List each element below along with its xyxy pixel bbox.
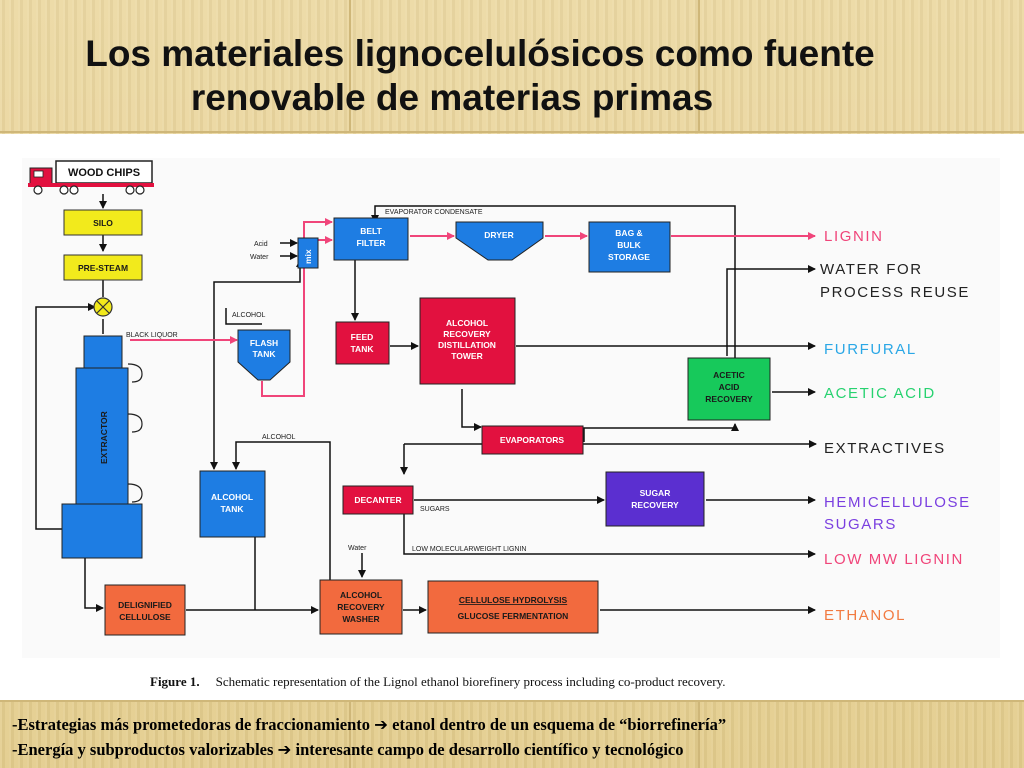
storage-label-3: STORAGE bbox=[608, 252, 650, 262]
sugar-recovery-label-1: SUGAR bbox=[640, 488, 671, 498]
valve-icon bbox=[93, 297, 113, 317]
sugar-recovery-label-2: RECOVERY bbox=[631, 500, 679, 510]
tower-label-3: DISTILLATION bbox=[438, 340, 496, 350]
belt-filter-label-2: FILTER bbox=[356, 238, 385, 248]
slide-title: Los materiales lignocelulósicos como fue… bbox=[0, 0, 1024, 132]
flash-tank-vessel bbox=[237, 329, 291, 381]
bullet-text-after: etanol dentro de un esquema de “biorrefi… bbox=[392, 715, 727, 734]
extractor-label: EXTRACTOR bbox=[99, 411, 109, 464]
washer-label-2: RECOVERY bbox=[337, 602, 385, 612]
hydrolysis-label-2: GLUCOSE FERMENTATION bbox=[458, 611, 569, 621]
mix-box bbox=[297, 237, 319, 269]
slide-title-line-2: renovable de materias primas bbox=[190, 77, 714, 118]
acetic-label-3: RECOVERY bbox=[705, 394, 753, 404]
slide-title-line-1: Los materiales lignocelulósicos como fue… bbox=[85, 33, 875, 74]
right-arrow-icon: ➔ bbox=[374, 715, 388, 734]
tile-seam bbox=[0, 131, 1024, 133]
distillation-tower-box bbox=[419, 297, 516, 385]
dryer-vessel bbox=[455, 221, 544, 261]
output-extractives: EXTRACTIVES bbox=[824, 440, 946, 457]
figure-caption-text: Schematic representation of the Lignol e… bbox=[215, 674, 726, 689]
figure-caption: Figure 1. Schematic representation of the… bbox=[150, 674, 726, 690]
mix-label: mix bbox=[303, 249, 313, 264]
feed-tank-label-2: TANK bbox=[351, 344, 375, 354]
tower-label-4: TOWER bbox=[451, 351, 482, 361]
sugars-label: SUGARS bbox=[420, 506, 450, 513]
output-ethanol: ETHANOL bbox=[824, 607, 906, 624]
hydrolysis-label-1: CELLULOSE HYDROLYSIS bbox=[459, 595, 568, 605]
extractor-column bbox=[61, 335, 143, 559]
bullet-text-before: -Energía y subproductos valorizables bbox=[12, 740, 274, 759]
acid-label: Acid bbox=[254, 241, 268, 248]
alcohol-top-label: ALCOHOL bbox=[232, 312, 266, 319]
feed-tank-label-1: FEED bbox=[351, 332, 374, 342]
tower-label-2: RECOVERY bbox=[443, 329, 491, 339]
wood-chips-label: WOOD CHIPS bbox=[68, 167, 140, 179]
acetic-acid-recovery-box bbox=[687, 357, 771, 421]
black-liquor-label: BLACK LIQUOR bbox=[126, 332, 178, 339]
alcohol-mid-label: ALCOHOL bbox=[262, 434, 296, 441]
output-hemicellulose-line-2: SUGARS bbox=[824, 516, 897, 533]
evaporator-condensate-label: EVAPORATOR CONDENSATE bbox=[385, 209, 483, 216]
alcohol-recovery-washer-box bbox=[319, 579, 403, 635]
bullet-text-after: interesante campo de desarrollo científi… bbox=[295, 740, 684, 759]
belt-filter-box bbox=[333, 217, 409, 261]
delignified-label-2: CELLULOSE bbox=[119, 612, 171, 622]
tower-label-1: ALCOHOL bbox=[446, 318, 488, 328]
tile-seam bbox=[349, 0, 351, 132]
bullet-text-before: -Estrategias más prometedoras de fraccio… bbox=[12, 715, 371, 734]
belt-filter-label-1: BELT bbox=[360, 226, 382, 236]
decanter-label: DECANTER bbox=[354, 495, 401, 505]
flash-tank-label-2: TANK bbox=[253, 349, 277, 359]
tile-seam bbox=[0, 700, 1024, 702]
figure-panel: WOOD CHIPS bbox=[0, 134, 1024, 700]
washer-label-1: ALCOHOL bbox=[340, 590, 382, 600]
output-acetic-acid: ACETIC ACID bbox=[824, 385, 936, 402]
storage-label-2: BULK bbox=[617, 240, 641, 250]
water-washer-label: Water bbox=[348, 545, 367, 552]
acetic-label-2: ACID bbox=[719, 382, 740, 392]
output-water-line-1: WATER FOR bbox=[820, 261, 923, 278]
tile-seam bbox=[698, 0, 700, 132]
output-hemicellulose-line-1: HEMICELLULOSE bbox=[824, 494, 971, 511]
dryer-label: DRYER bbox=[484, 230, 513, 240]
storage-label-1: BAG & bbox=[615, 228, 642, 238]
process-diagram: WOOD CHIPS bbox=[28, 160, 971, 636]
alcohol-tank-label-1: ALCOHOL bbox=[211, 492, 253, 502]
alcohol-tank-box bbox=[199, 470, 266, 538]
evaporators-box bbox=[481, 425, 584, 455]
pre-steam-label: PRE-STEAM bbox=[78, 263, 128, 273]
low-mw-lignin-stream-label: LOW MOLECULARWEIGHT LIGNIN bbox=[412, 546, 526, 553]
feed-tank-box bbox=[335, 321, 390, 365]
alcohol-tank-label-2: TANK bbox=[221, 504, 245, 514]
output-lignin: LIGNIN bbox=[824, 228, 884, 245]
silo-label: SILO bbox=[93, 218, 113, 228]
figure-caption-label: Figure 1. bbox=[150, 674, 200, 689]
evaporators-label: EVAPORATORS bbox=[500, 435, 565, 445]
output-furfural: FURFURAL bbox=[824, 341, 917, 358]
bullet-list: -Estrategias más prometedoras de fraccio… bbox=[12, 712, 726, 762]
tile-seam bbox=[698, 702, 700, 768]
delignified-label-1: DELIGNIFIED bbox=[118, 600, 172, 610]
water-in-label: Water bbox=[250, 254, 269, 261]
bullet-item: -Estrategias más prometedoras de fraccio… bbox=[12, 712, 726, 737]
wood-chips-truck-icon bbox=[28, 160, 154, 195]
output-low-mw-lignin: LOW MW LIGNIN bbox=[824, 551, 964, 568]
silo-box bbox=[63, 209, 143, 236]
cellulose-hydrolysis-box bbox=[427, 580, 599, 634]
decanter-box bbox=[342, 485, 414, 515]
sugar-recovery-box bbox=[605, 471, 705, 527]
delignified-cellulose-box bbox=[104, 584, 186, 636]
bullet-item: -Energía y subproductos valorizables ➔ i… bbox=[12, 737, 726, 762]
pre-steam-box bbox=[63, 254, 143, 281]
tile-seam bbox=[349, 702, 351, 768]
right-arrow-icon: ➔ bbox=[277, 740, 292, 759]
acetic-label-1: ACETIC bbox=[713, 370, 745, 380]
flash-tank-label-1: FLASH bbox=[250, 338, 278, 348]
bag-bulk-storage-box bbox=[588, 221, 671, 273]
output-water-line-2: PROCESS REUSE bbox=[820, 284, 970, 301]
washer-label-3: WASHER bbox=[342, 614, 379, 624]
